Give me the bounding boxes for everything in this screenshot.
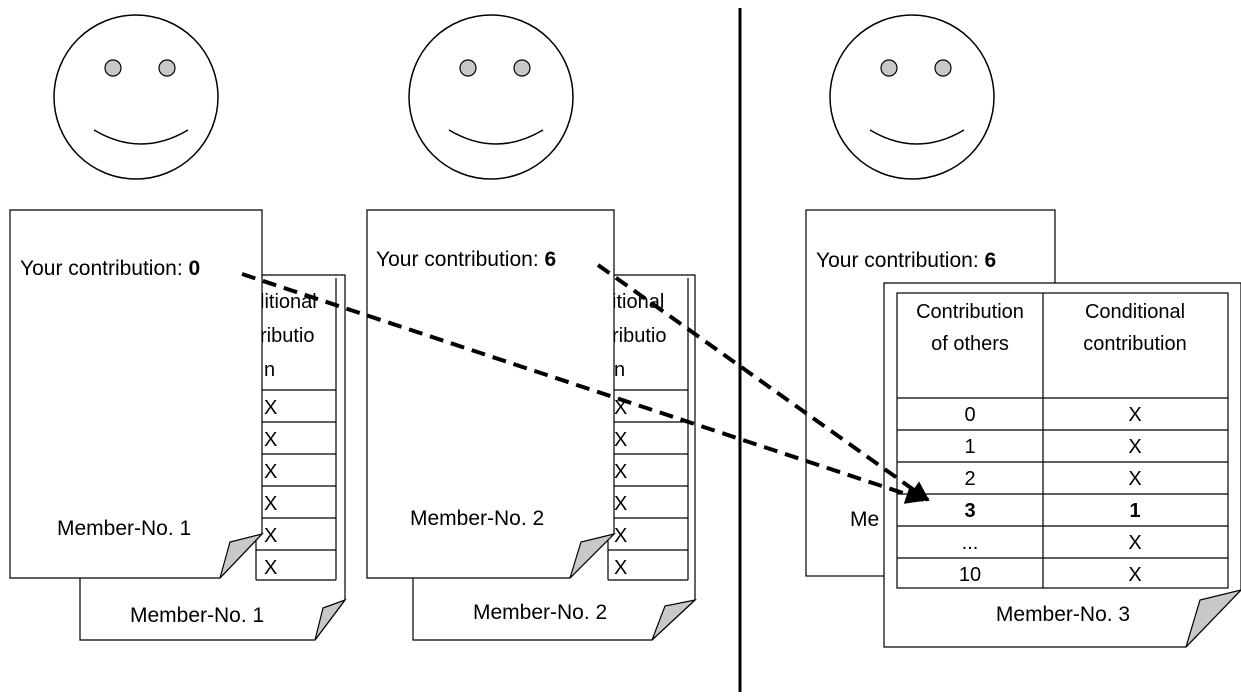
member-1-back-row-2: X xyxy=(264,429,277,451)
member-3-contribution-label: Your contribution: xyxy=(816,249,985,272)
table-header-conditional-line-2: contribution xyxy=(1083,333,1186,355)
table-header-others-line-1: Contribution xyxy=(916,301,1024,323)
table-row-others: 1 xyxy=(964,436,975,458)
member-2-back-row-2: X xyxy=(614,429,627,451)
table-header-conditional-line-1: Conditional xyxy=(1085,301,1185,323)
member-2-back-row-6: X xyxy=(614,557,627,579)
member-1-back-header-line-1: litional xyxy=(260,291,317,313)
table-row-others: 10 xyxy=(959,564,981,586)
member-2-back-header-line-2: ributio xyxy=(612,325,666,347)
table-row-others-highlighted: 3 xyxy=(964,500,975,522)
table-row-others: ... xyxy=(962,532,979,554)
member-1-front-sheet: Your contribution: 0 Member-No. 1 xyxy=(9,209,264,579)
member-3-contribution-text: Your contribution: 6 xyxy=(816,249,996,272)
member-1-back-label: Member-No. 1 xyxy=(130,604,264,627)
member-2-back-header-line-1: itional xyxy=(612,291,664,313)
member-1-contribution-value: 0 xyxy=(189,257,201,280)
smiley-face-3 xyxy=(829,14,995,180)
table-row-conditional-highlighted: 1 xyxy=(1129,500,1140,522)
table-row-conditional: X xyxy=(1128,532,1141,554)
member-2-front-label: Member-No. 2 xyxy=(410,507,544,530)
member-2-back-header-line-3: n xyxy=(614,359,625,381)
member-2-back-row-3: X xyxy=(614,461,627,483)
member-1-back-header-line-3: n xyxy=(264,359,275,381)
table-row-conditional: X xyxy=(1128,564,1141,586)
member-2-back-row-4: X xyxy=(614,493,627,515)
member-1-front-label: Member-No. 1 xyxy=(57,517,191,540)
member-3-contribution-table: Contribution of others Conditional contr… xyxy=(896,292,1229,589)
member-2-back-table: itional ributio n X X X X X X xyxy=(607,278,689,581)
member-3-front-label-visible: Me xyxy=(850,508,879,531)
table-header-others-line-2: of others xyxy=(931,333,1009,355)
member-1-back-row-4: X xyxy=(264,493,277,515)
member-1-back-row-5: X xyxy=(264,525,277,547)
arrow-member-1-to-member-3 xyxy=(241,272,926,504)
member-1-back-row-1: X xyxy=(264,397,277,419)
table-row-others: 0 xyxy=(964,404,975,426)
member-3-decision-sheet: Contribution of others Conditional contr… xyxy=(883,282,1241,648)
smiley-face-1 xyxy=(53,14,219,180)
table-row-conditional: X xyxy=(1128,436,1141,458)
arrow-member-2-to-member-3 xyxy=(596,263,930,502)
table-row-others: 2 xyxy=(964,468,975,490)
member-3-back-label: Member-No. 3 xyxy=(996,603,1130,626)
member-3-contribution-value: 6 xyxy=(985,249,997,272)
member-2-contribution-value: 6 xyxy=(545,248,557,271)
member-2-back-row-5: X xyxy=(614,525,627,547)
member-2-contribution-label: Your contribution: xyxy=(376,248,545,271)
member-1-back-table: litional ributio n X X X X X X xyxy=(255,278,337,581)
table-row-conditional: X xyxy=(1128,404,1141,426)
member-1-back-header-line-2: ributio xyxy=(260,325,314,347)
member-2-back-label: Member-No. 2 xyxy=(473,601,607,624)
member-1-contribution-text: Your contribution: 0 xyxy=(20,257,200,280)
member-1-back-row-6: X xyxy=(264,557,277,579)
member-2-front-sheet: Your contribution: 6 Member-No. 2 xyxy=(366,209,616,579)
smiley-face-2 xyxy=(408,14,574,180)
member-1-contribution-label: Your contribution: xyxy=(20,257,189,280)
member-1-back-row-3: X xyxy=(264,461,277,483)
table-row-conditional: X xyxy=(1128,468,1141,490)
member-2-contribution-text: Your contribution: 6 xyxy=(376,248,556,271)
